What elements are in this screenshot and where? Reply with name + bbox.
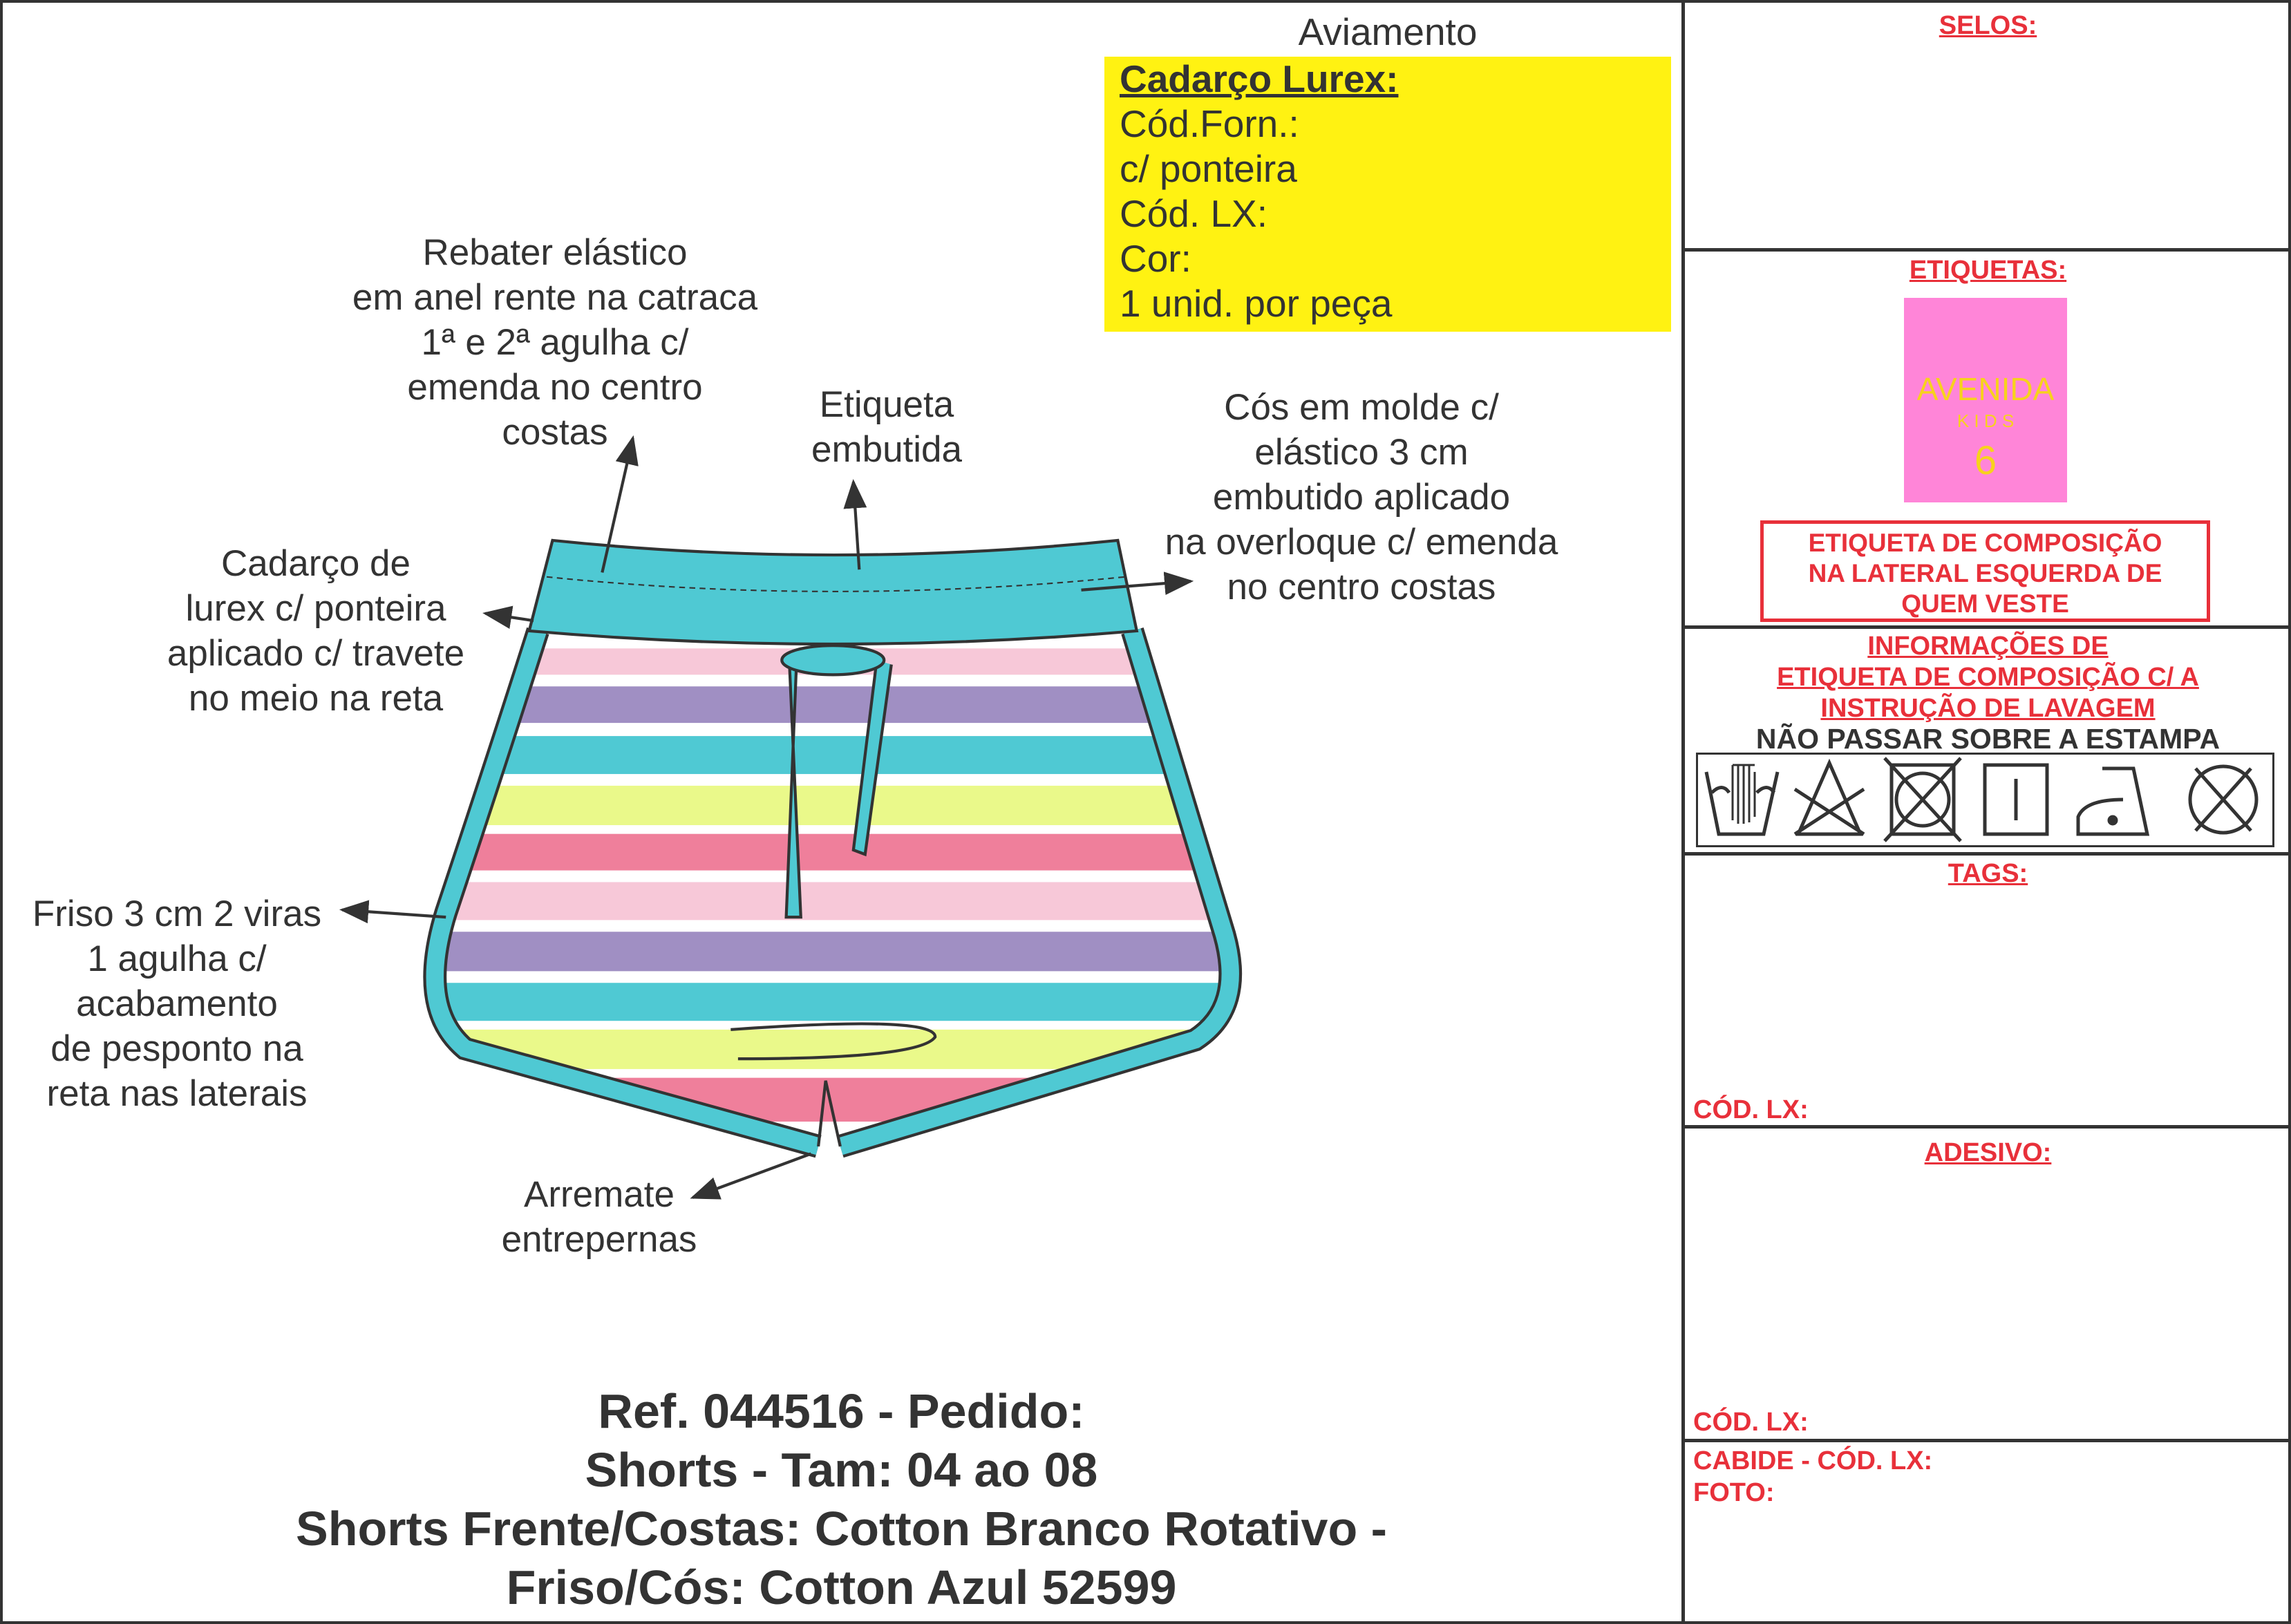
- note-line: 1ª e 2ª agulha c/: [421, 322, 689, 363]
- composicao-line: NA LATERAL ESQUERDA DE: [1808, 559, 2162, 587]
- no-bleach-icon: [1793, 758, 1865, 836]
- info-line: INFORMAÇÕES DE: [1867, 632, 2109, 661]
- label-size: 6: [1974, 438, 1997, 483]
- note-line: reta nas laterais: [46, 1073, 308, 1114]
- cod-lx-tags: CÓD. LX:: [1693, 1095, 1809, 1124]
- note-line: 1 agulha c/: [87, 938, 267, 979]
- note-cadarco: Cadarço de lurex c/ ponteira aplicado c/…: [167, 541, 464, 721]
- divider: [1683, 1125, 2291, 1129]
- note-arremate: Arremate entrepernas: [502, 1172, 697, 1262]
- aviamento-line: c/ ponteira: [1120, 147, 1297, 190]
- foto-label: FOTO:: [1693, 1478, 1775, 1507]
- divider: [1683, 625, 2291, 629]
- note-line: Cós em molde c/: [1224, 387, 1499, 428]
- aviamento-heading: Aviamento: [1298, 10, 1478, 53]
- note-line: entrepernas: [501, 1219, 697, 1260]
- note-line: costas: [502, 412, 608, 453]
- drawstring: [784, 657, 802, 919]
- etiquetas-heading: ETIQUETAS:: [1909, 256, 2067, 285]
- info-line: INSTRUÇÃO DE LAVAGEM: [1820, 694, 2156, 723]
- annotation-arrows: [339, 435, 1194, 1200]
- note-line: emenda no centro: [407, 367, 703, 408]
- note-line: de pesponto na: [50, 1028, 303, 1069]
- note-line: no meio na reta: [188, 678, 444, 719]
- info-line: ETIQUETA DE COMPOSIÇÃO C/ A: [1777, 663, 2199, 692]
- note-line: Cadarço de: [220, 543, 411, 584]
- note-line: lurex c/ ponteira: [185, 588, 446, 629]
- aviamento-item-title: Cadarço Lurex:: [1120, 57, 1399, 100]
- note-line: embutido aplicado: [1212, 477, 1511, 518]
- aviamento-line: Cor:: [1120, 237, 1191, 280]
- title-block: Ref. 044516 - Pedido: Shorts - Tam: 04 a…: [0, 1382, 1683, 1617]
- hand-wash-icon: [1704, 764, 1780, 836]
- cod-lx-adesivo: CÓD. LX:: [1693, 1408, 1809, 1437]
- aviamento-box: Cadarço Lurex: Cód.Forn.: c/ ponteira Có…: [1104, 57, 1671, 332]
- note-line: em anel rente na catraca: [352, 277, 758, 318]
- note-cos: Cós em molde c/ elástico 3 cm embutido a…: [1165, 385, 1558, 610]
- note-line: Etiqueta: [819, 384, 954, 425]
- note-etiqueta: Etiqueta embutida: [811, 382, 962, 472]
- title-product: Shorts - Tam: 04 ao 08: [585, 1443, 1098, 1497]
- no-dry-clean-icon: [2188, 764, 2259, 835]
- title-trim: Friso/Cós: Cotton Azul 52599: [506, 1560, 1177, 1614]
- note-line: Arremate: [524, 1174, 675, 1215]
- note-rebater-elastico: Rebater elástico em anel rente na catrac…: [352, 230, 757, 455]
- aviamento-line: Cód.Forn.:: [1120, 102, 1299, 145]
- composicao-box: ETIQUETA DE COMPOSIÇÃO NA LATERAL ESQUER…: [1760, 520, 2210, 622]
- cabide-cod-lx: CABIDE - CÓD. LX:: [1693, 1446, 1933, 1475]
- waistband: [527, 538, 1139, 646]
- note-line: aplicado c/ travete: [167, 633, 465, 674]
- title-fabric: Shorts Frente/Costas: Cotton Branco Rota…: [296, 1502, 1387, 1556]
- note-line: acabamento: [76, 983, 278, 1024]
- brand-label: AVENIDA K I D S 6: [1904, 298, 2067, 502]
- divider: [1683, 1439, 2291, 1442]
- panel-divider: [1681, 0, 1685, 1624]
- composicao-line: ETIQUETA DE COMPOSIÇÃO: [1808, 529, 2162, 557]
- care-symbols: [1696, 753, 2274, 847]
- divider: [1683, 248, 2291, 252]
- selos-heading: SELOS:: [1939, 11, 2037, 40]
- label-sub: K I D S: [1957, 410, 2015, 431]
- aviamento-line: 1 unid. por peça: [1120, 282, 1393, 325]
- line-dry-icon: [1983, 763, 2049, 836]
- aviamento-line: Cód. LX:: [1120, 192, 1268, 235]
- info-heading: INFORMAÇÕES DE ETIQUETA DE COMPOSIÇÃO C/…: [1685, 631, 2291, 724]
- composicao-line: QUEM VESTE: [1901, 589, 2069, 618]
- note-line: no centro costas: [1227, 567, 1496, 607]
- warning-text: NÃO PASSAR SOBRE A ESTAMPA: [1755, 723, 2221, 755]
- iron-low-icon: [2076, 766, 2150, 836]
- no-tumble-dry-icon: [1883, 757, 1962, 842]
- tags-heading: TAGS:: [1948, 859, 2028, 888]
- divider: [1683, 852, 2291, 856]
- label-brand: AVENIDA: [1916, 371, 2055, 407]
- adesivo-heading: ADESIVO:: [1924, 1138, 2052, 1167]
- note-line: elástico 3 cm: [1254, 432, 1469, 473]
- note-line: Rebater elástico: [422, 232, 688, 273]
- side-binding: [426, 628, 1239, 1155]
- note-line: embutida: [811, 429, 963, 470]
- note-line: Friso 3 cm 2 viras: [32, 894, 322, 934]
- title-ref: Ref. 044516 - Pedido:: [598, 1384, 1085, 1438]
- note-friso: Friso 3 cm 2 viras 1 agulha c/ acabament…: [32, 891, 321, 1116]
- note-line: na overloque c/ emenda: [1165, 522, 1558, 563]
